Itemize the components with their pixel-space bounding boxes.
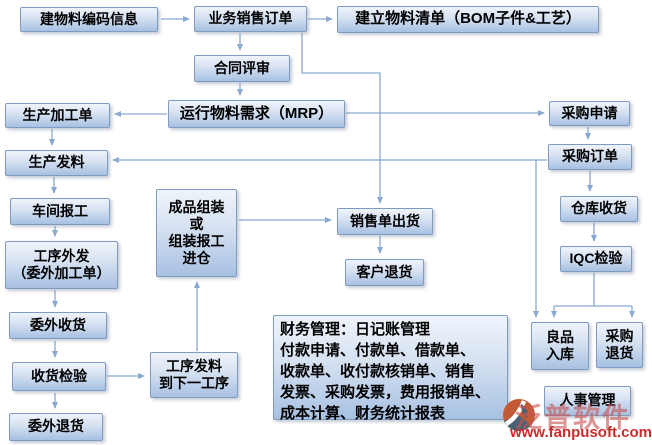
node-purchase-request: 采购申请 bbox=[549, 101, 630, 126]
node-process-outsource: 工序外发 （委外加工单） bbox=[5, 241, 118, 289]
node-customer-return: 客户退货 bbox=[345, 259, 424, 286]
node-mrp: 运行物料需求（MRP） bbox=[168, 100, 345, 128]
node-sales-shipment: 销售单出货 bbox=[337, 208, 433, 235]
node-bom: 建立物料清单（BOM子件&工艺） bbox=[337, 6, 599, 33]
node-iqc-inspect: IQC检验 bbox=[560, 246, 632, 272]
node-workshop-report: 车间报工 bbox=[10, 198, 110, 225]
node-production-issue: 生产发料 bbox=[5, 150, 108, 176]
node-create-material-code: 建物料编码信息 bbox=[20, 7, 158, 32]
node-outsource-return: 委外退货 bbox=[9, 413, 103, 441]
node-outsource-receive: 委外收货 bbox=[9, 312, 107, 339]
node-receive-inspect: 收货检验 bbox=[12, 362, 106, 391]
node-good-stock-in: 良品 入库 bbox=[531, 322, 589, 370]
node-contract-review: 合同评审 bbox=[194, 55, 290, 82]
node-finance-management: 财务管理：日记账管理 付款申请、付款单、借款单、 收款单、收付款核销单、销售 发… bbox=[273, 315, 508, 422]
node-sales-order: 业务销售订单 bbox=[194, 6, 307, 32]
node-process-issue-next: 工序发料 到下一工序 bbox=[150, 352, 238, 398]
node-production-order: 生产加工单 bbox=[5, 103, 110, 128]
node-purchase-return: 采购 退货 bbox=[596, 322, 643, 368]
node-hr-management: 人事管理 bbox=[544, 386, 631, 416]
node-assembly: 成品组装 或 组装报工 进仓 bbox=[156, 189, 237, 277]
node-purchase-order: 采购订单 bbox=[548, 144, 632, 170]
node-warehouse-receive: 仓库收货 bbox=[560, 196, 638, 222]
